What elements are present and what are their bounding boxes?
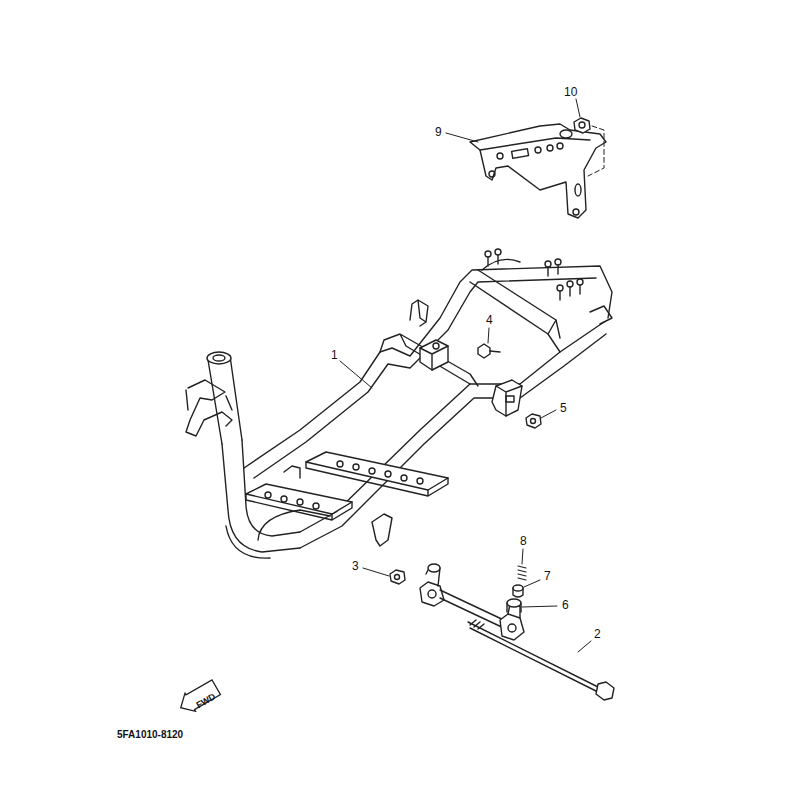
nut-part [526, 414, 541, 428]
callout-number: 3 [352, 560, 359, 572]
bracket-part [470, 124, 606, 218]
callout-number: 8 [520, 535, 527, 547]
direction-arrow: FWD [174, 677, 223, 718]
engine-mount-part [420, 564, 526, 640]
callout-number: 9 [435, 126, 442, 138]
callout-number: 7 [544, 570, 551, 582]
drawing-code: 5FA1010-8120 [117, 730, 183, 740]
bolt-part [478, 344, 500, 358]
callout-number: 5 [560, 402, 567, 414]
callout-number: 4 [486, 314, 493, 326]
nut-part [390, 570, 405, 584]
callout-number: 2 [594, 628, 601, 640]
callout-number: 6 [562, 599, 569, 611]
frame-part [186, 249, 612, 558]
callout-number: 10 [564, 86, 577, 98]
leader-lines [340, 99, 591, 652]
callout-number: 1 [331, 349, 338, 361]
nut-part [574, 118, 590, 133]
bolt-part [468, 620, 614, 700]
